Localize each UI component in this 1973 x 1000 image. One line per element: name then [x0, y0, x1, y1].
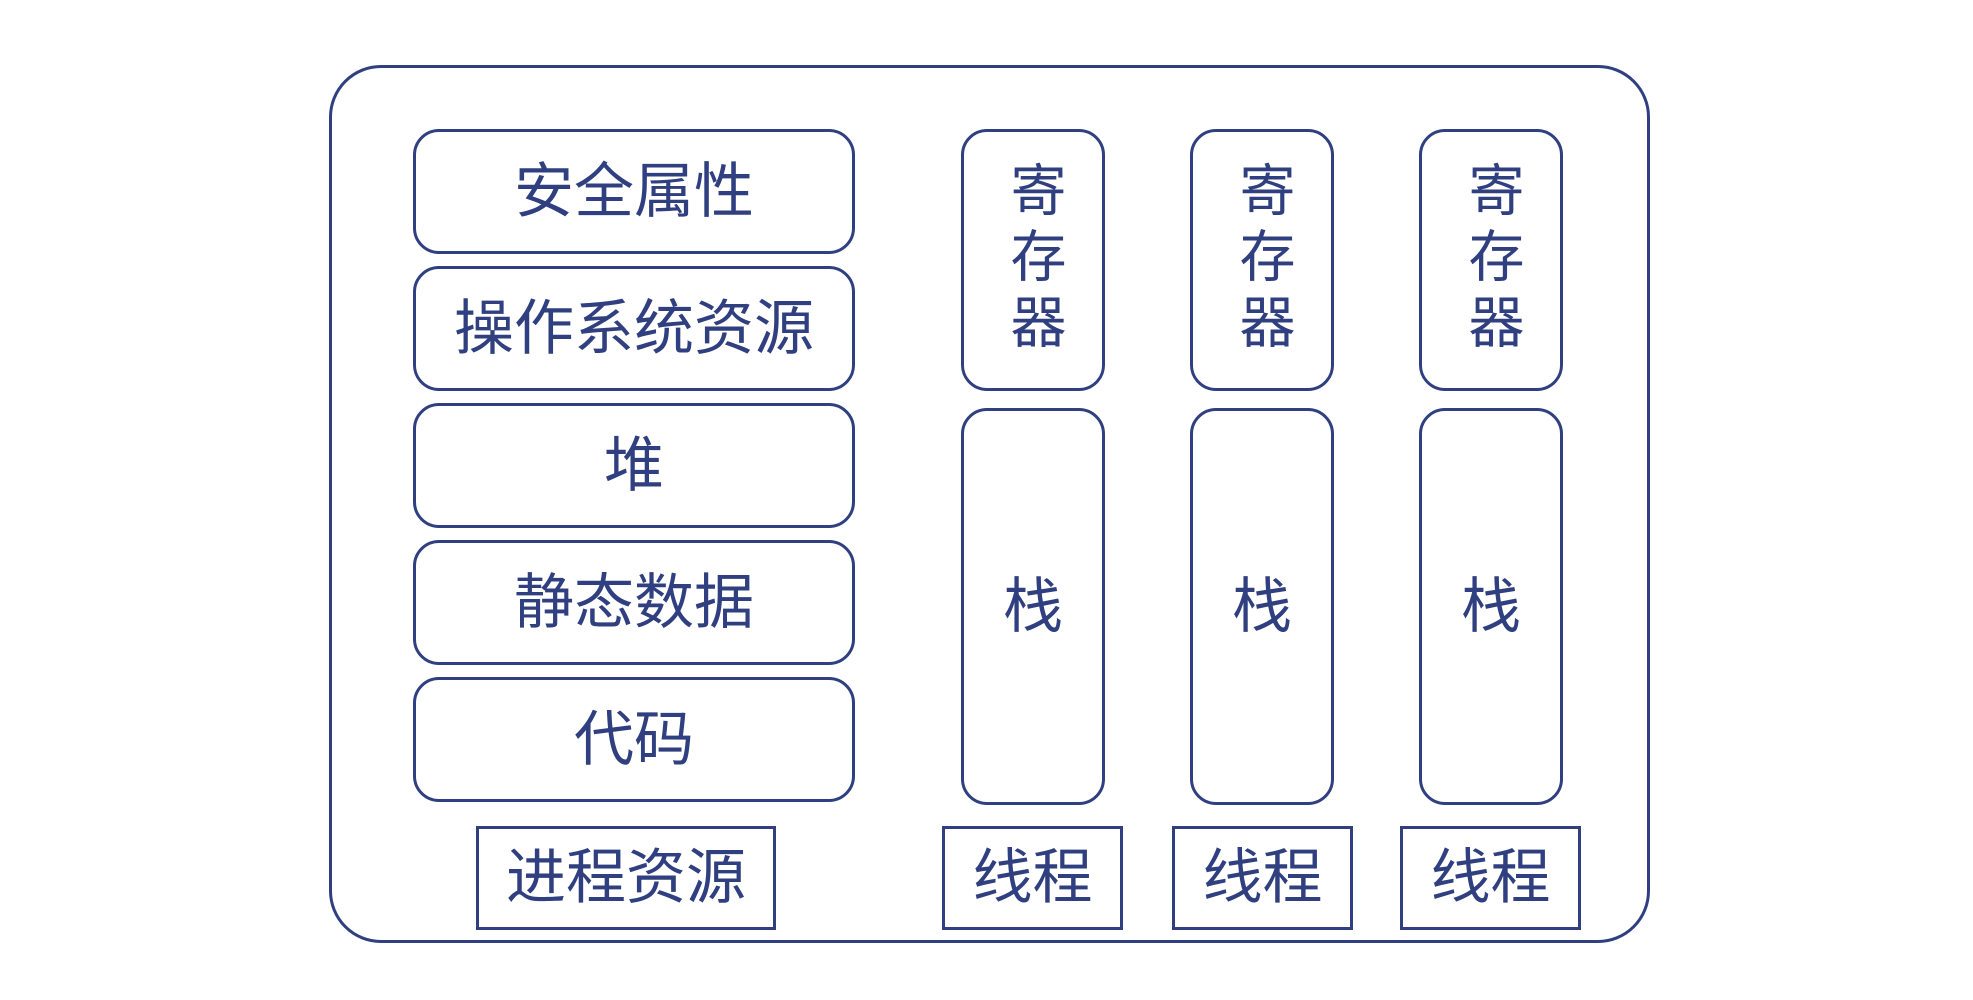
thread-3-register-block: 寄存器	[1419, 129, 1563, 391]
static-data-block: 静态数据	[413, 540, 855, 665]
thread-2-stack-block: 栈	[1190, 408, 1334, 805]
thread-3-stack-block: 栈	[1419, 408, 1563, 805]
security-attributes-label: 安全属性	[514, 156, 754, 227]
code-block: 代码	[413, 677, 855, 802]
thread-2-register-label: 寄存器	[1230, 161, 1295, 359]
heap-label: 堆	[604, 430, 664, 501]
static-data-label: 静态数据	[514, 567, 754, 638]
thread-3-caption: 线程	[1400, 826, 1581, 930]
thread-1-caption: 线程	[942, 826, 1123, 930]
thread-1-register-label: 寄存器	[1001, 161, 1066, 359]
code-label: 代码	[574, 704, 694, 775]
thread-1-stack-label: 栈	[1003, 571, 1063, 642]
thread-3-stack-label: 栈	[1461, 571, 1521, 642]
thread-2-stack-label: 栈	[1232, 571, 1292, 642]
os-resources-block: 操作系统资源	[413, 266, 855, 391]
thread-1-register-block: 寄存器	[961, 129, 1105, 391]
thread-1-stack-block: 栈	[961, 408, 1105, 805]
thread-3-caption-text: 线程	[1430, 843, 1551, 913]
security-attributes-block: 安全属性	[413, 129, 855, 254]
process-container	[329, 65, 1650, 943]
thread-2-register-block: 寄存器	[1190, 129, 1334, 391]
thread-1-caption-text: 线程	[972, 843, 1093, 913]
process-resources-text: 进程资源	[506, 843, 746, 913]
process-resources-caption: 进程资源	[476, 826, 776, 930]
thread-2-caption: 线程	[1172, 826, 1353, 930]
thread-3-register-label: 寄存器	[1459, 161, 1524, 359]
os-resources-label: 操作系统资源	[454, 293, 814, 364]
heap-block: 堆	[413, 403, 855, 528]
thread-2-caption-text: 线程	[1202, 843, 1323, 913]
